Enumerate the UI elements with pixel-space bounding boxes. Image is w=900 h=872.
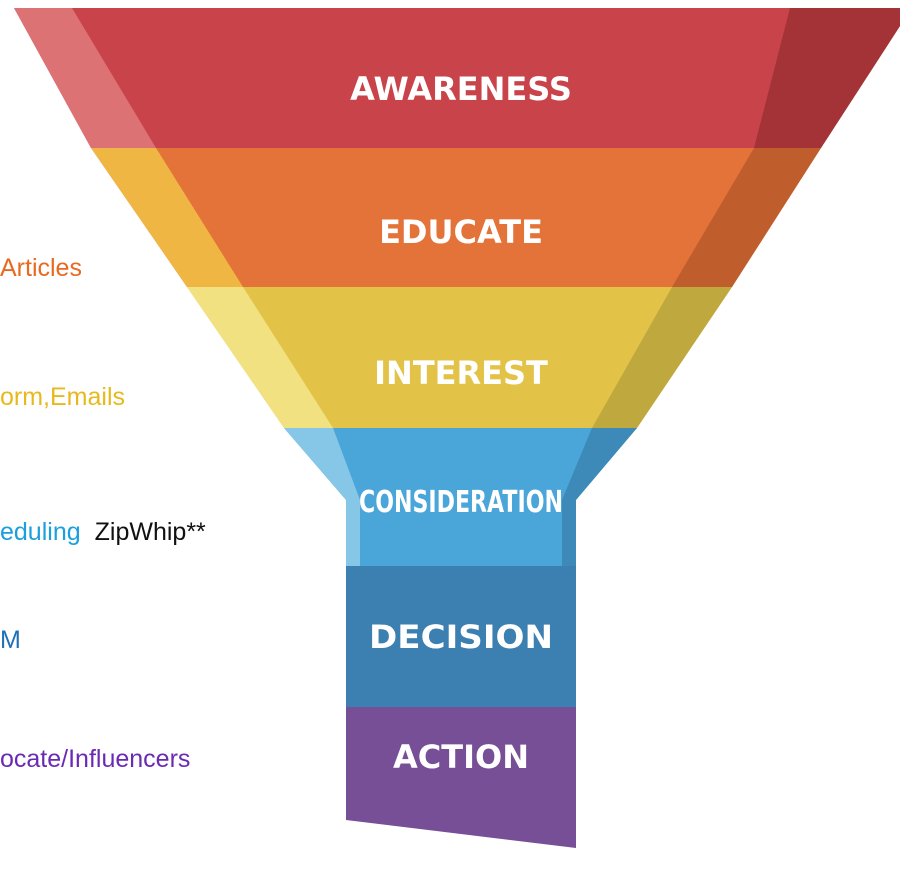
side-text-action: ocate/Influencers bbox=[0, 745, 191, 773]
side-text-interest: orm,Emails bbox=[0, 383, 126, 411]
stage-label-consideration: CONSIDERATION bbox=[359, 485, 563, 520]
interest-left-highlight bbox=[187, 287, 333, 428]
stage-band-educate bbox=[91, 148, 821, 287]
consideration-right-shade bbox=[562, 428, 637, 566]
awareness-left-highlight bbox=[14, 8, 156, 148]
consideration-left-highlight bbox=[284, 428, 360, 566]
educate-left-highlight bbox=[91, 148, 243, 287]
side-text-decision: M bbox=[0, 626, 21, 654]
stage-label-decision: DECISION bbox=[369, 618, 553, 656]
awareness-right-shade bbox=[754, 8, 900, 148]
stage-band-action bbox=[346, 707, 576, 848]
stage-label-interest: INTEREST bbox=[374, 354, 548, 392]
stage-label-awareness: AWARENESS bbox=[350, 70, 572, 108]
side-text-consideration: eduling ZipWhip** bbox=[0, 520, 206, 545]
interest-right-shade bbox=[592, 287, 732, 428]
educate-right-shade bbox=[672, 148, 821, 287]
stage-band-decision bbox=[346, 566, 576, 707]
stage-band-consideration bbox=[284, 428, 637, 566]
stage-label-action: ACTION bbox=[393, 738, 529, 776]
stage-band-awareness bbox=[14, 8, 900, 148]
side-text-consideration-extra: ZipWhip** bbox=[94, 518, 206, 546]
stage-label-educate: EDUCATE bbox=[379, 213, 543, 251]
side-text-consideration-main: eduling bbox=[0, 518, 81, 546]
stage-band-interest bbox=[187, 287, 732, 428]
side-text-educate: Articles bbox=[0, 254, 82, 282]
